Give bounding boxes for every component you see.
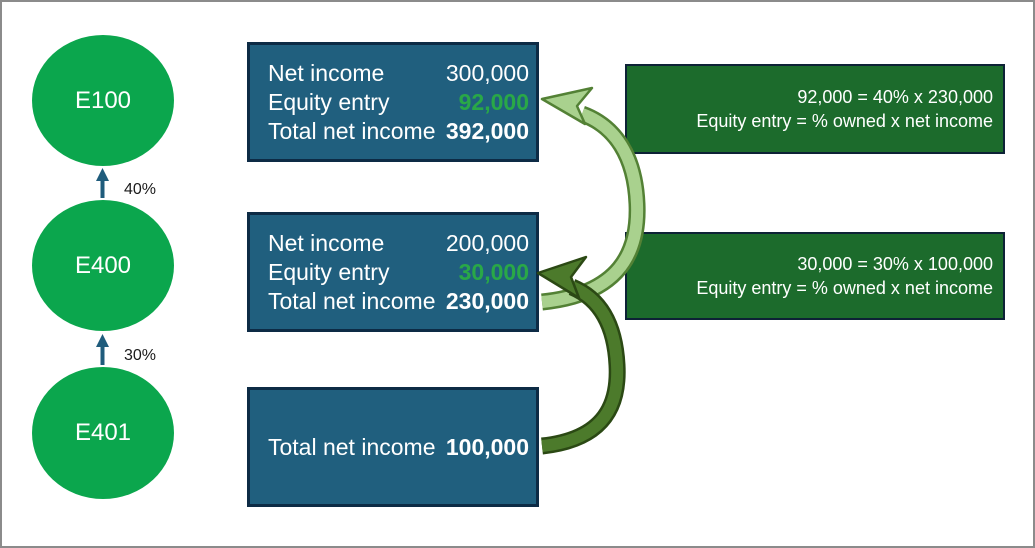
entity-circle-e401: E401	[32, 367, 174, 499]
income-row: Net income 200,000	[268, 229, 529, 258]
entity-label: E400	[74, 251, 132, 279]
row-label: Total net income	[268, 287, 436, 314]
callout-formula-line: 92,000 = 40% x 230,000	[797, 87, 993, 107]
row-label: Net income	[268, 229, 385, 256]
row-value-equity: 30,000	[458, 258, 529, 285]
row-label: Equity entry	[268, 258, 390, 285]
callout-equity-entry-92000: 92,000 = 40% x 230,000 Equity entry = % …	[625, 64, 1005, 154]
row-value: 300,000	[445, 59, 529, 86]
row-label: Equity entry	[268, 88, 390, 115]
income-row: Total net income 392,000	[268, 117, 529, 146]
ownership-arrow-30-icon	[96, 334, 109, 365]
callout-rule-line: Equity entry = % owned x net income	[696, 111, 993, 131]
income-box-e401: Total net income 100,000	[247, 387, 539, 507]
income-row: Equity entry 92,000	[268, 88, 529, 117]
row-label: Total net income	[268, 117, 436, 144]
callout-rule-line: Equity entry = % owned x net income	[696, 278, 993, 298]
row-label: Net income	[268, 59, 385, 86]
ownership-percent-label-40: 40%	[124, 181, 157, 198]
row-label: Total net income	[268, 433, 436, 460]
income-row: Equity entry 30,000	[268, 258, 529, 287]
entity-circle-e400: E400	[32, 200, 174, 331]
income-box-e100: Net income 300,000 Equity entry 92,000 T…	[247, 42, 539, 162]
income-row: Total net income 100,000	[268, 433, 529, 462]
equity-flow-arrow-230000-to-92000-icon	[540, 86, 646, 311]
row-value-equity: 92,000	[458, 88, 529, 115]
income-row: Net income 300,000	[268, 59, 529, 88]
entity-label: E100	[74, 86, 132, 114]
row-value: 200,000	[445, 229, 529, 256]
callout-equity-entry-30000: 30,000 = 30% x 100,000 Equity entry = % …	[625, 232, 1005, 320]
row-value-total: 230,000	[445, 287, 529, 314]
entity-label: E401	[74, 419, 132, 446]
callout-formula-line: 30,000 = 30% x 100,000	[797, 254, 993, 274]
row-value-total: 100,000	[445, 433, 529, 460]
income-box-e400: Net income 200,000 Equity entry 30,000 T…	[247, 212, 539, 332]
entity-circle-e100: E100	[32, 35, 174, 166]
income-row: Total net income 230,000	[268, 287, 529, 316]
equity-flow-arrow-100000-to-30000-icon	[536, 255, 626, 455]
row-value-total: 392,000	[445, 117, 529, 144]
ownership-arrow-40-icon	[96, 168, 109, 198]
ownership-percent-label-30: 30%	[124, 347, 157, 364]
